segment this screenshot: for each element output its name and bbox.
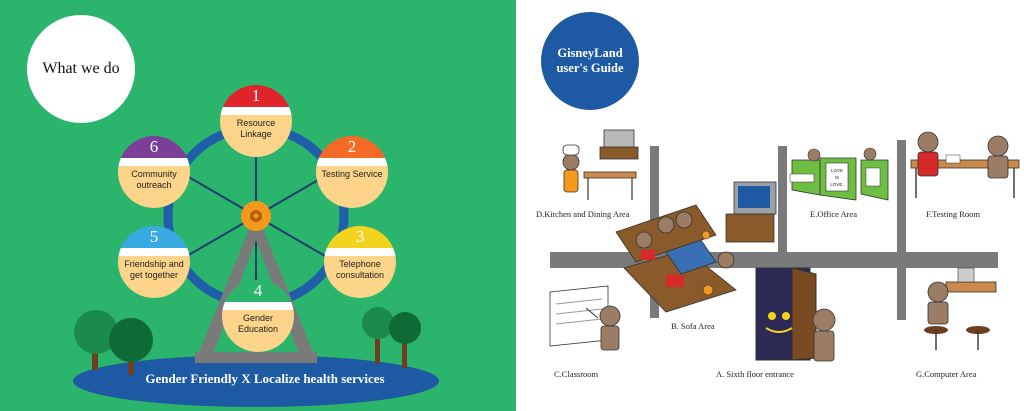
service-pod-community-outreach: 6 Community outreach <box>118 136 190 208</box>
office-area-illustration: LOVE IS LOVE. <box>789 147 889 201</box>
ferris-wheel-illustration <box>73 123 439 407</box>
guide-title-line2: user's Guide <box>556 61 624 75</box>
what-we-do-panel: What we do 1 Resource Linkage 2 Testing … <box>0 0 516 411</box>
testing-room-illustration <box>910 131 1020 198</box>
label-computer: G.Computer Area <box>916 369 977 379</box>
label-testing: F.Testing Room <box>926 209 980 219</box>
kitchen-illustration <box>562 129 639 200</box>
service-pod-gender-education: 4 Gender Education <box>222 280 294 352</box>
svg-text:LOVE.: LOVE. <box>830 182 843 187</box>
label-sofa: B. Sofa Area <box>671 321 715 331</box>
user-guide-panel: LOVE IS LOVE. <box>516 0 1024 411</box>
pod-number: 1 <box>251 86 261 105</box>
label-entrance: A. Sixth floor entrance <box>716 369 794 379</box>
svg-text:LOVE: LOVE <box>831 168 843 173</box>
service-pod-friendship: 5 Friendship and get together <box>118 226 190 298</box>
wheel-support-frame <box>195 212 317 362</box>
computer-area-illustration <box>924 267 997 350</box>
label-office: E.Office Area <box>810 209 858 219</box>
label-kitchen: D.Kitchen and Dining Area <box>536 209 630 219</box>
label-classroom: C.Classroom <box>554 369 599 379</box>
pod-number: 4 <box>253 281 263 300</box>
service-pod-testing-service: 2 Testing Service <box>316 136 388 208</box>
pod-number: 6 <box>149 137 159 156</box>
pod-label: Telephone consultation <box>335 259 385 280</box>
pod-number: 2 <box>347 137 357 156</box>
pod-label: Gender Education <box>237 313 279 334</box>
entrance-door-illustration <box>755 267 836 362</box>
pod-label: Friendship and get together <box>124 259 184 280</box>
user-guide-badge: GisneyLand user's Guide <box>541 12 639 110</box>
trees-left-icon <box>74 310 153 375</box>
what-we-do-badge: What we do <box>27 15 135 123</box>
pod-label: Community outreach <box>131 169 177 190</box>
svg-text:IS: IS <box>835 175 839 180</box>
banner-ellipse <box>73 355 439 407</box>
classroom-illustration <box>549 285 621 351</box>
service-pod-resource-linkage: 1 Resource Linkage <box>220 85 292 157</box>
pod-label: Resource Linkage <box>236 118 276 139</box>
pod-number: 5 <box>149 227 159 246</box>
pod-label: Testing Service <box>321 169 383 179</box>
banner-text: Gender Friendly X Localize health servic… <box>145 371 385 386</box>
guide-title-line1: GisneyLand <box>557 46 623 60</box>
what-we-do-title: What we do <box>42 60 120 77</box>
floor-map-illustration: LOVE IS LOVE. <box>549 129 1020 362</box>
service-pod-telephone-consultation: 3 Telephone consultation <box>324 226 396 298</box>
trees-right-icon <box>362 307 421 368</box>
sofa-area-illustration <box>615 181 777 313</box>
pod-number: 3 <box>355 227 365 246</box>
